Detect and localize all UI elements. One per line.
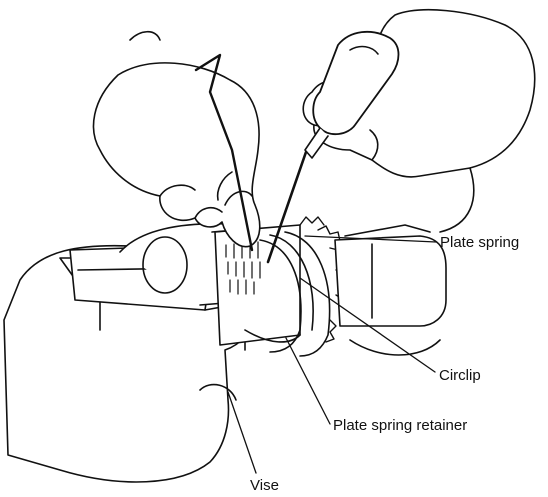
plate-edge (345, 225, 430, 236)
plate-spring-label: Plate spring (440, 235, 519, 250)
sleeve-line (440, 168, 474, 232)
leader-line-vise (228, 392, 256, 473)
sleeve-line (350, 340, 440, 355)
sleeve-line (130, 32, 160, 40)
hand-icon (94, 63, 260, 247)
leader-line-retainer (286, 338, 330, 424)
vise-label: Vise (250, 478, 279, 493)
shaft-block-icon (335, 236, 446, 326)
plate-spring-retainer-label: Plate spring retainer (333, 418, 467, 433)
circlip-label: Circlip (439, 368, 481, 383)
